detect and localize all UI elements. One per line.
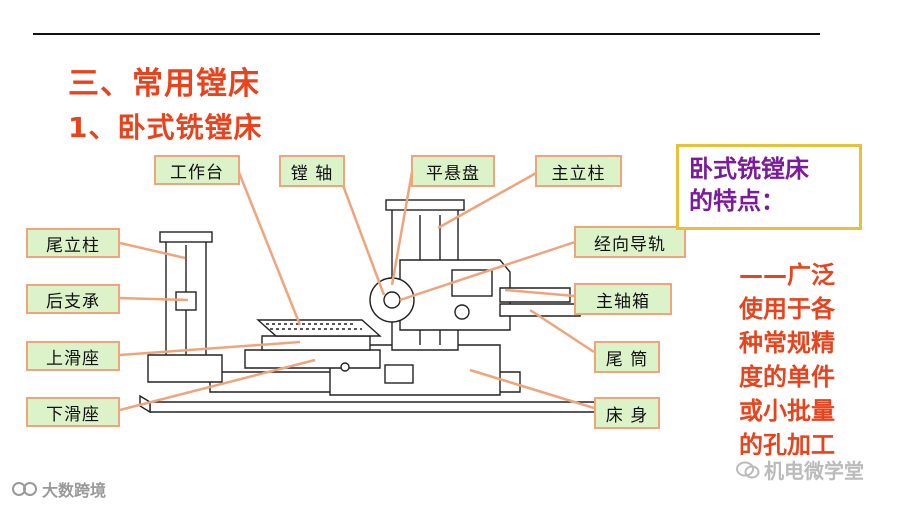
features-heading-box: 卧式铣镗床 的特点： — [676, 144, 862, 230]
leader-radial-guide — [399, 240, 576, 302]
leader-bed — [469, 368, 595, 410]
desc-line-1: ——广泛 — [739, 261, 835, 289]
label-radial-guide: 经向导轨 — [574, 226, 686, 258]
watermark-right: 机电微学堂 — [736, 455, 864, 484]
section-title: 三、常用镗床 — [68, 66, 260, 102]
desc-line-3: 种常规精 — [739, 329, 835, 357]
bed-window — [384, 364, 414, 384]
leader-rear-support — [119, 296, 189, 302]
features-heading-line2: 的特点： — [689, 187, 785, 215]
tail-sleeve — [499, 303, 581, 317]
label-facing-head: 平悬盘 — [411, 155, 495, 187]
label-boring-spindle: 镗 轴 — [279, 155, 345, 187]
lower-slide — [244, 349, 381, 369]
handwheel — [340, 362, 350, 372]
headstock-panel — [451, 269, 493, 297]
label-lower-slide: 下滑座 — [26, 397, 120, 427]
leader-facing-head — [390, 171, 414, 286]
subtitle: 1、卧式铣镗床 — [68, 111, 263, 144]
label-tail-column: 尾立柱 — [26, 228, 120, 258]
label-upper-slide: 上滑座 — [26, 341, 120, 371]
worktable — [256, 319, 382, 337]
label-headstock: 主轴箱 — [574, 283, 672, 315]
label-worktable: 工作台 — [154, 155, 240, 185]
tail-base — [147, 354, 223, 383]
label-rear-support: 后支承 — [26, 284, 120, 314]
label-bed: 床 身 — [594, 397, 660, 429]
label-main-column: 主立柱 — [535, 155, 622, 187]
features-heading-line1: 卧式铣镗床 — [689, 155, 809, 183]
watermark-logo-icon — [12, 482, 37, 496]
watermark-left-text: 大数跨境 — [42, 481, 107, 500]
wechat-icon — [736, 461, 760, 478]
top-divider-line — [33, 33, 820, 35]
facing-head-hub — [383, 291, 401, 309]
leader-worktable — [236, 169, 302, 326]
leader-main-column — [437, 170, 539, 230]
watermark-left: 大数跨境 — [12, 477, 106, 501]
bed-rail — [149, 401, 601, 413]
desc-line-2: 使用于各 — [739, 295, 835, 323]
watermark-right-text: 机电微学堂 — [764, 459, 864, 483]
features-description: ——广泛 使用于各 种常规精 度的单件 或小批量 的孔加工 — [712, 258, 862, 462]
leader-boring-spindle — [336, 171, 386, 296]
main-column-cap — [385, 199, 465, 211]
desc-line-6: 的孔加工 — [739, 431, 835, 459]
label-tailstock-sleeve: 尾 筒 — [594, 341, 660, 373]
desc-line-4: 度的单件 — [739, 363, 835, 391]
leader-headstock — [504, 288, 576, 298]
desc-line-5: 或小批量 — [739, 397, 835, 425]
tail-column-cap — [159, 231, 213, 243]
leader-lower-slide — [119, 358, 316, 412]
headstock-knob — [454, 304, 470, 320]
leader-upper-slide — [119, 340, 301, 357]
leader-tail-column — [119, 241, 186, 260]
leader-tailstock-sleeve — [529, 308, 595, 354]
